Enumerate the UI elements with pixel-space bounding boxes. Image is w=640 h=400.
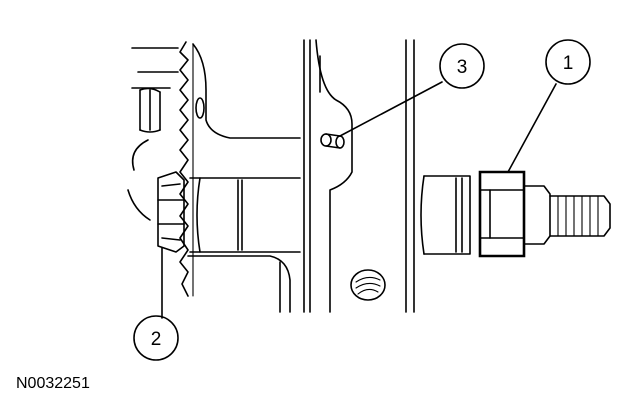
callout-3: 3 (439, 43, 485, 89)
sensor-bolt (420, 170, 611, 258)
camshaft (187, 177, 301, 313)
callout-1: 1 (545, 39, 591, 85)
callout-1-label: 1 (563, 53, 574, 74)
leader-lines (161, 81, 557, 319)
figure-id: N0032251 (16, 375, 90, 392)
callout-2: 2 (133, 315, 179, 361)
callout-2-label: 2 (151, 329, 162, 350)
callout-3-label: 3 (457, 57, 468, 78)
bolt-hole (350, 269, 386, 301)
sprocket-assembly (127, 41, 301, 297)
cylinder-head (303, 39, 415, 313)
